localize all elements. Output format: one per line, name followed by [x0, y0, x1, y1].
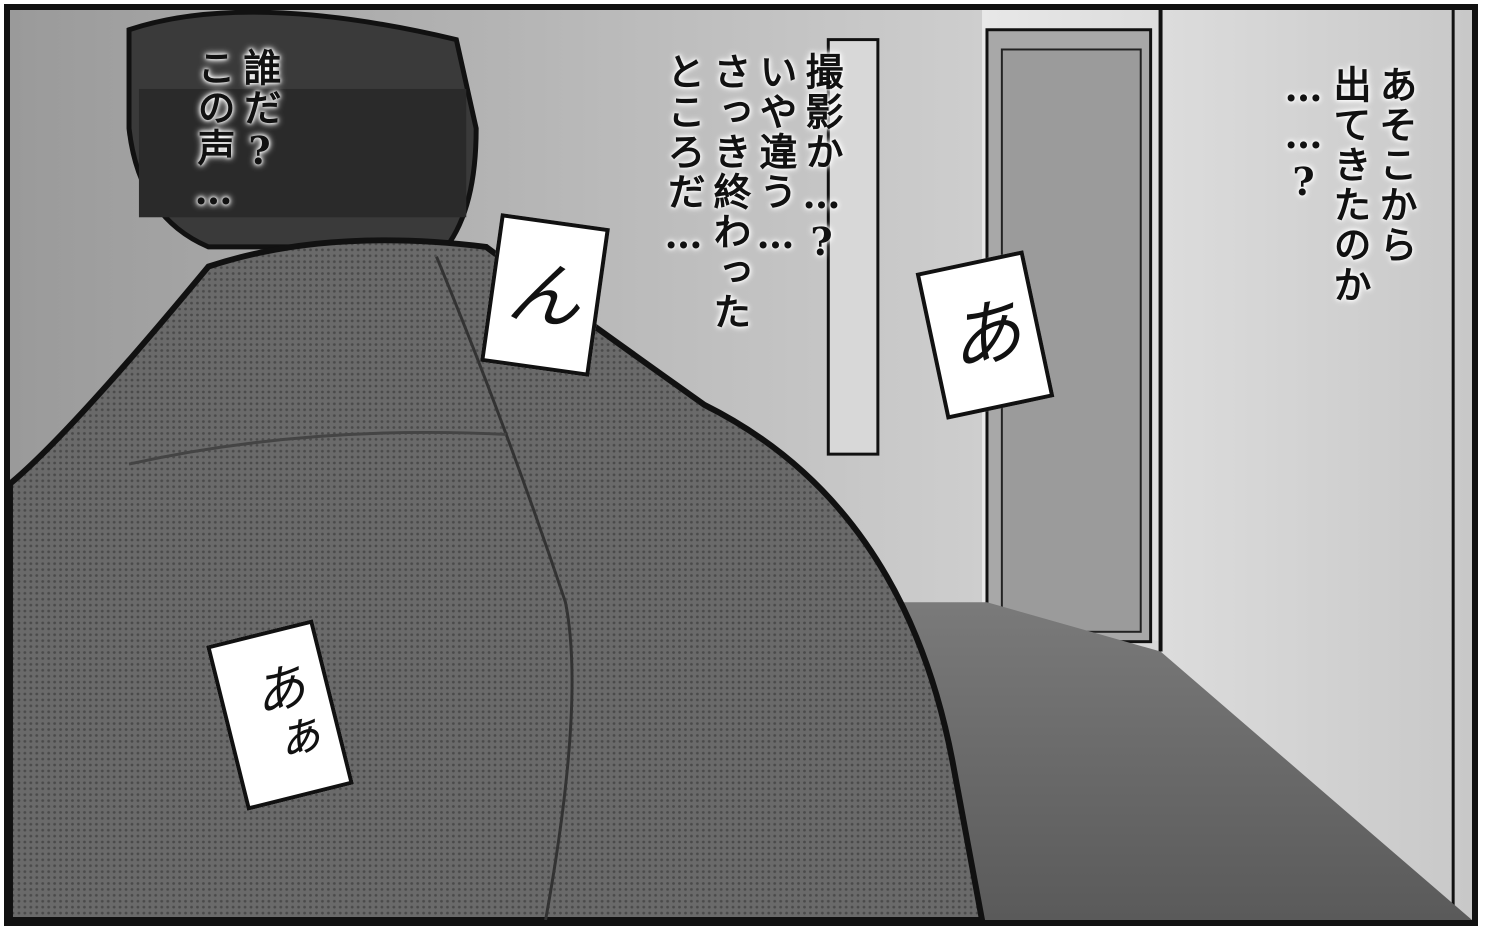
sfx-neck: ん: [480, 213, 610, 377]
speech-right-line: 出てきたのか: [1327, 65, 1372, 305]
speech-left-line: この声…: [191, 48, 236, 215]
sfx-neck-text: ん: [503, 248, 587, 342]
speech-right-line: あそこから: [1373, 65, 1418, 265]
speech-right: あそこから 出てきたのか ……?: [1280, 65, 1418, 305]
speech-center: 撮影か…? いや違う… さっき終わった ところだ…: [660, 52, 844, 332]
speech-center-line: さっき終わった: [707, 52, 752, 332]
speech-left: 誰だ? この声…: [190, 48, 282, 215]
speech-center-line: 撮影か…?: [799, 52, 844, 266]
speech-center-line: いや違う…: [753, 52, 798, 259]
manga-panel: あそこから 出てきたのか ……? 撮影か…? いや違う… さっき終わった ところ…: [4, 4, 1478, 926]
speech-right-line: ……?: [1281, 65, 1326, 206]
speech-left-line: 誰だ?: [237, 48, 282, 175]
sfx-door-text: あ: [941, 286, 1029, 384]
speech-center-line: ところだ…: [661, 52, 706, 259]
background-illustration: [10, 10, 1472, 920]
sfx-back-text: あぁ: [238, 657, 322, 773]
